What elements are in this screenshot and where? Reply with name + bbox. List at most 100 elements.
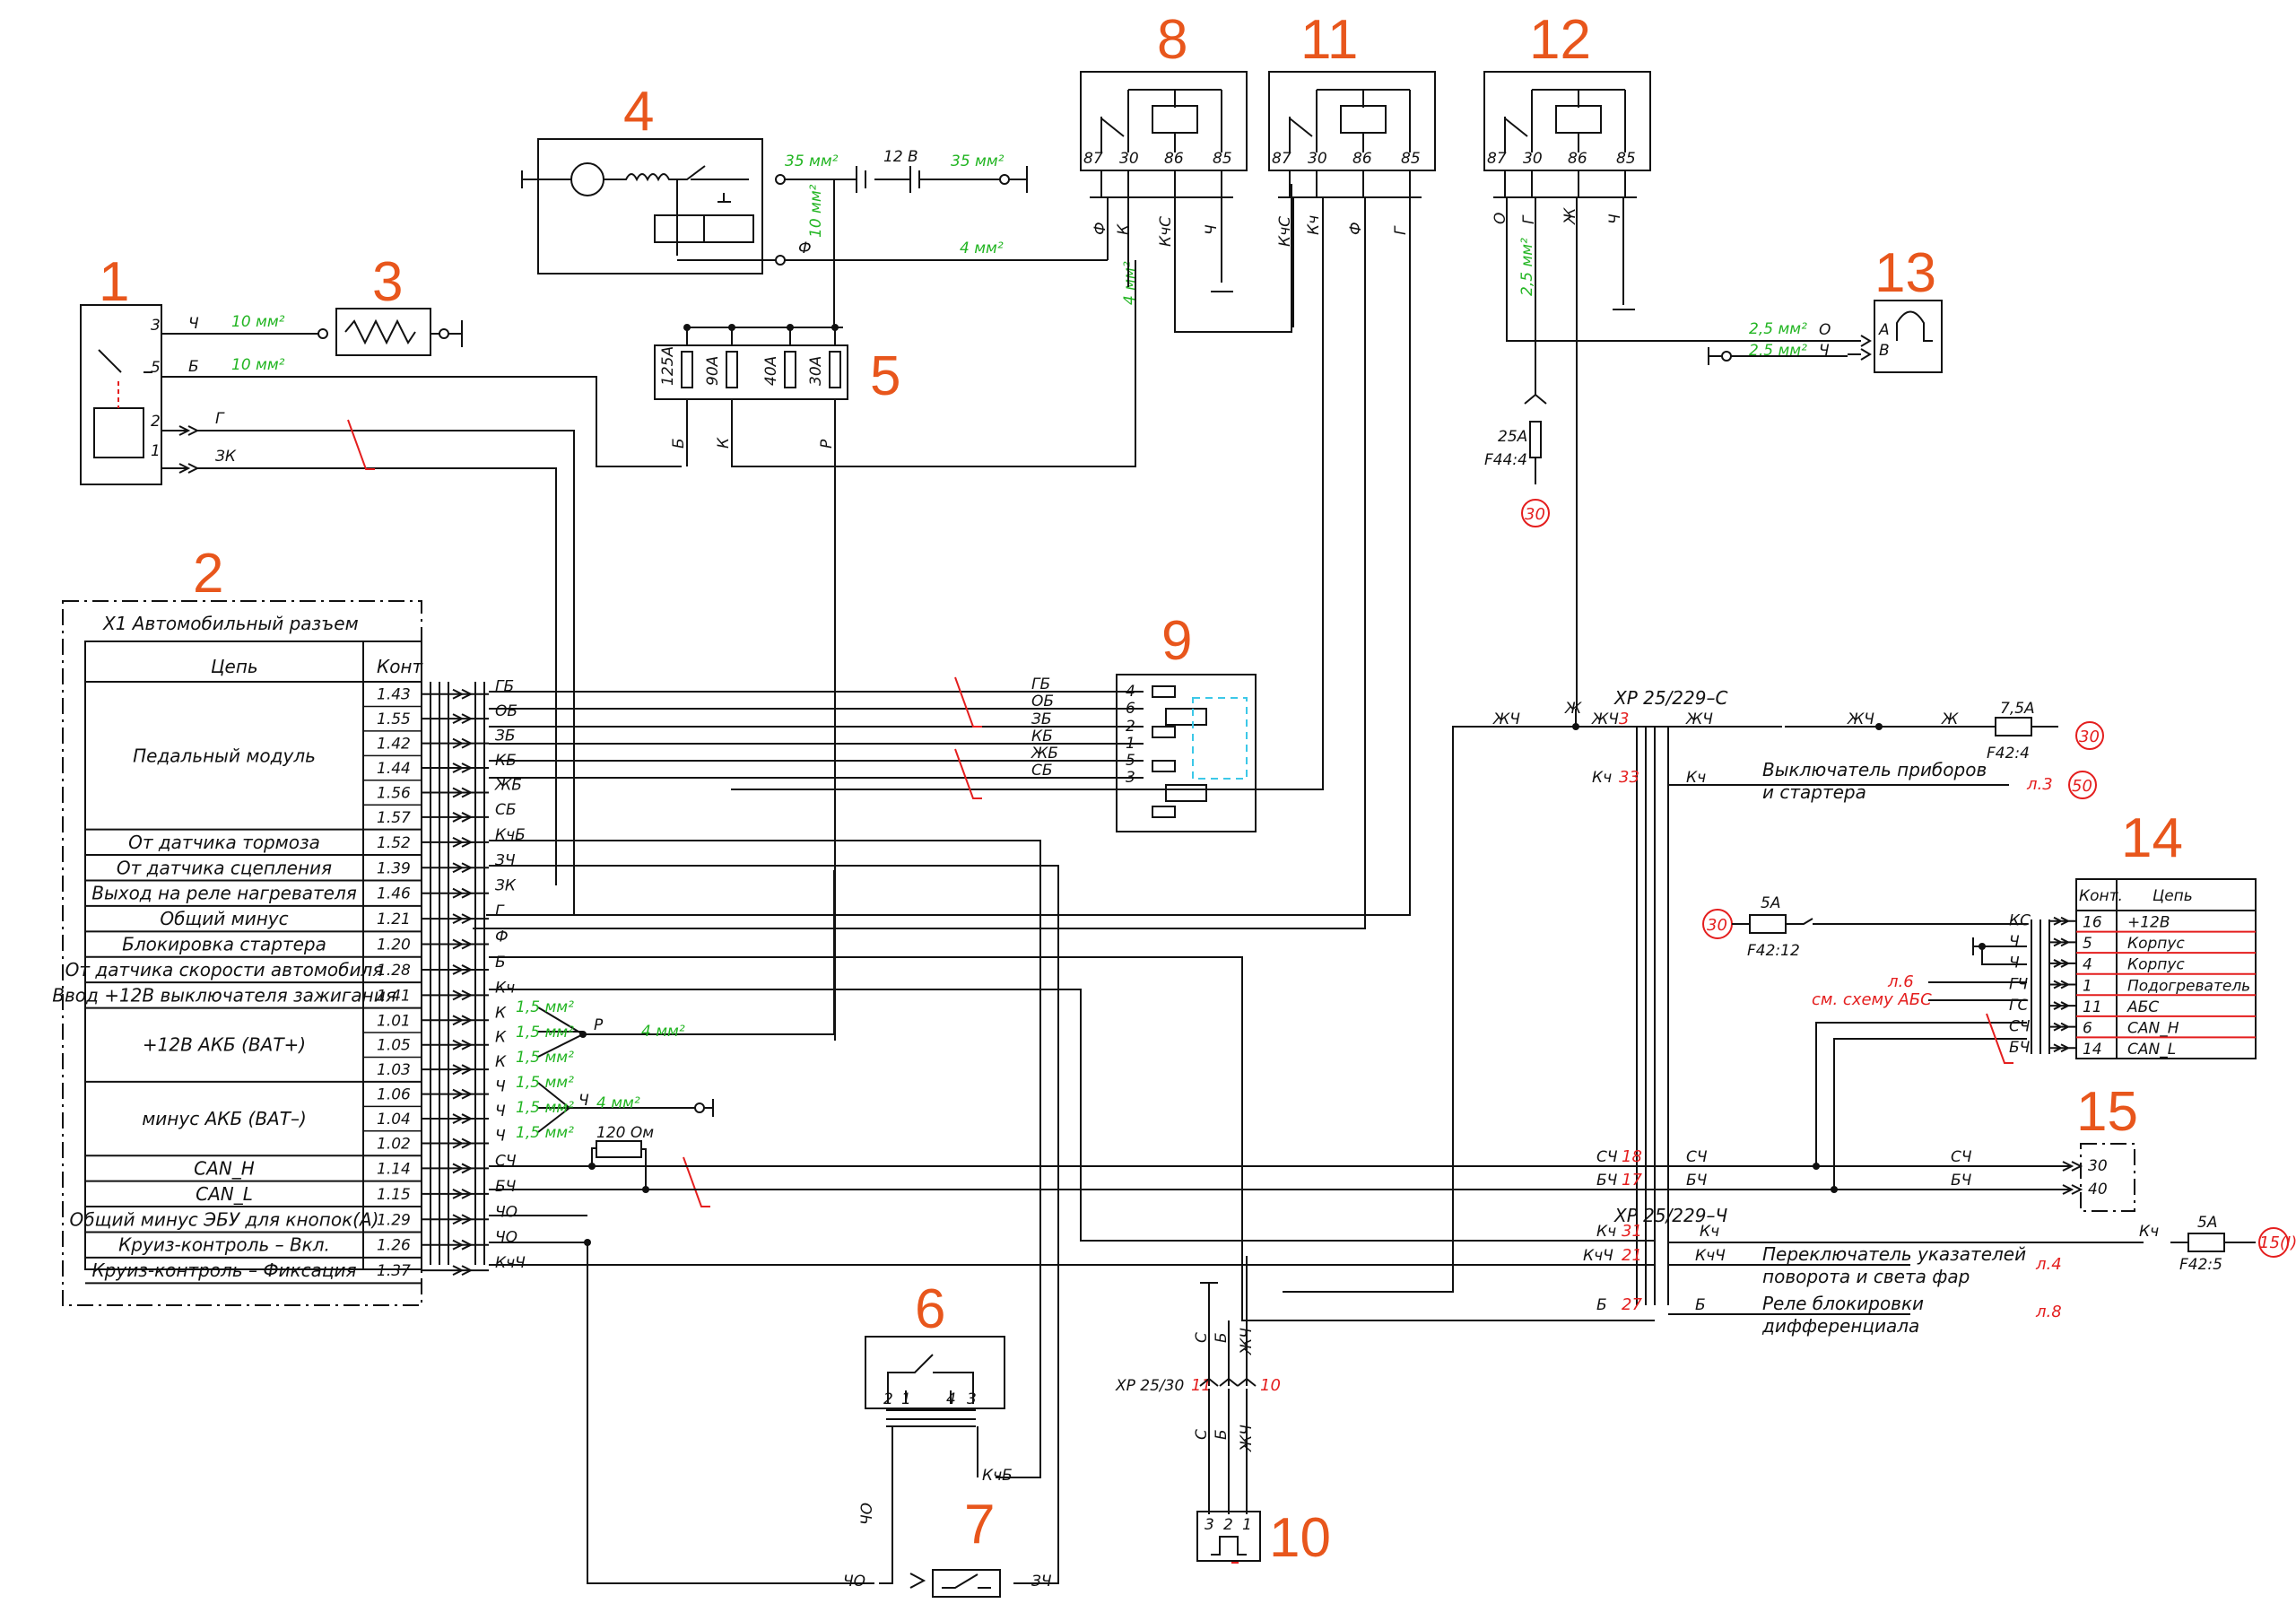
component-number-14: 14 xyxy=(2121,807,2183,869)
relay-11: 87 30 86 85 КчС Кч Ф Г xyxy=(473,71,1436,929)
relay12-pin-86: 86 xyxy=(1568,150,1587,168)
x1-pin: 1.06 xyxy=(377,1086,411,1104)
relay8-pin-87: 87 xyxy=(1083,150,1103,168)
relay12-wire-ch: Ч xyxy=(1606,214,1624,224)
comp10-pin-1: 1 xyxy=(1242,1516,1252,1534)
relay8-wire-ch: Ч xyxy=(1203,224,1221,235)
x1-pin: 1.28 xyxy=(377,962,411,980)
xp229c-w2: Кч xyxy=(1592,769,1612,787)
l6-ref: л.6 xyxy=(1887,972,1914,991)
component-number-10: 10 xyxy=(1269,1507,1331,1569)
x1-wire-label: Ч xyxy=(495,1078,506,1096)
x1-pin: 1.15 xyxy=(377,1186,411,1204)
x1-pin: 1.55 xyxy=(377,710,411,728)
x1-pin: 1.20 xyxy=(377,937,411,954)
bat-minus-size-3: 1,5 мм² xyxy=(516,1124,574,1142)
x1-pin: 1.52 xyxy=(377,834,411,852)
fuse-wire-b: Б xyxy=(670,438,688,449)
x1-pin: 1.04 xyxy=(377,1111,411,1129)
comp6-pin-2: 2 xyxy=(883,1390,893,1408)
comp14-col-circuit: Цепь xyxy=(2152,887,2193,905)
bat-minus-size: 4 мм² xyxy=(596,1094,640,1112)
battery-junctions: Р 4 мм² 1,5 мм² 1,5 мм² 1,5 мм² Ч 4 мм² … xyxy=(516,870,835,1207)
ignition-switch-1: Выключатель приборов xyxy=(1762,759,1987,780)
ignition-circle: 50 xyxy=(2072,777,2092,796)
comp14-circuit: Корпус xyxy=(2127,956,2185,974)
comp4-size-35: 35 мм² xyxy=(785,153,839,170)
component-number-15: 15 xyxy=(2076,1081,2138,1143)
comp14-pin: 4 xyxy=(2083,956,2092,974)
x1-wire-label: ГБ xyxy=(495,678,514,696)
xp229ch-pin-27: 27 xyxy=(1622,1295,1642,1314)
xp229ch-w-kchch2: КчЧ xyxy=(1695,1247,1726,1265)
component-7: ЧО ЗЧ xyxy=(843,1569,1052,1598)
component-number-9: 9 xyxy=(1161,610,1192,672)
f42-5-name: F42:5 xyxy=(2179,1256,2222,1274)
relay11-wire-f: Ф xyxy=(1347,222,1365,235)
comp15-pin-30: 30 xyxy=(2088,1157,2108,1175)
x1-circuit-label: Общий минус ЭБУ для кнопок(А) xyxy=(70,1208,379,1230)
x1-pin: 1.29 xyxy=(377,1211,411,1229)
x1-wire-label: ОБ xyxy=(495,702,517,720)
x1-circuit-label: минус АКБ (ВАТ–) xyxy=(142,1108,307,1129)
x1-wire-label: КчЧ xyxy=(495,1254,526,1272)
x1-pin: 1.57 xyxy=(377,809,411,827)
xp25-30-w-s: С xyxy=(1193,1332,1211,1343)
f42-12-ref: 30 xyxy=(1707,916,1727,935)
comp7-wire-zch: ЗЧ xyxy=(1031,1573,1052,1590)
xp229ch-w-sch2: СЧ xyxy=(1686,1148,1708,1166)
comp13-wire-o: О xyxy=(1819,321,1831,339)
x1-wire-label: ЗБ xyxy=(495,728,516,745)
xp229ch-title: ХР 25/229–Ч xyxy=(1613,1205,1727,1226)
comp14-wire: БЧ xyxy=(2009,1039,2031,1057)
relay8-pin-85: 85 xyxy=(1213,150,1232,168)
xp229c-w1d: ЖЧ xyxy=(1847,710,1874,728)
x1-circuit-label: От датчика скорости автомобиля xyxy=(65,959,384,980)
x1-circuit-label: Ввод +12В выключателя зажигания xyxy=(52,984,396,1006)
pedal-wire-label: ЗБ xyxy=(1031,710,1052,728)
relay8-pin-86: 86 xyxy=(1164,150,1184,168)
xp25-30-w-s2: С xyxy=(1193,1429,1211,1440)
pedal-pin: 6 xyxy=(1126,700,1135,718)
x1-pin: 1.44 xyxy=(377,760,411,778)
comp10-pin-2: 2 xyxy=(1223,1516,1233,1534)
xp229ch-w-sch: СЧ xyxy=(1596,1148,1618,1166)
f42-5-wire: Кч xyxy=(2139,1223,2159,1241)
relay12-wire-zh: Ж xyxy=(1561,207,1579,225)
x1-pin: 1.39 xyxy=(377,859,411,877)
x1-circuit-label: Общий минус xyxy=(160,908,288,929)
relay11-pin-85: 85 xyxy=(1401,150,1421,168)
bat-plus-total: 4 мм² xyxy=(641,1023,685,1041)
comp1-pin-1: 1 xyxy=(151,442,161,460)
comp14-wire: Ч xyxy=(2009,933,2020,951)
x1-wire-label: К xyxy=(495,1004,507,1022)
comp1-size-1: 10 мм² xyxy=(231,313,285,331)
f42-5-rating: 5А xyxy=(2197,1214,2217,1232)
xp229c-pin-33: 33 xyxy=(1619,768,1639,787)
x1-circuit-label: Круиз-контроль – Вкл. xyxy=(118,1234,330,1256)
x1-pin: 1.46 xyxy=(377,885,411,903)
comp4-size-35b: 35 мм² xyxy=(951,153,1004,170)
x1-circuit-label: От датчика тормоза xyxy=(128,832,320,853)
comp7-wire-cho: ЧО xyxy=(843,1573,865,1590)
fuse-size-4: 4 мм² xyxy=(1121,261,1139,305)
xp229ch-w-kch: Кч xyxy=(1596,1223,1616,1241)
comp14-circuit: Подогреватель xyxy=(2127,977,2250,995)
x1-pin: 1.43 xyxy=(377,686,411,704)
connector-x1: X1 Автомобильный разъем Цепь Конт 1.431.… xyxy=(52,600,424,1306)
pedal-pin: 4 xyxy=(1126,683,1135,701)
component-number-6: 6 xyxy=(915,1278,945,1340)
x1-wire-label: КчБ xyxy=(495,826,526,844)
pedal-pin: 3 xyxy=(1126,769,1135,787)
fuse-30a: 30А xyxy=(807,356,825,386)
component-1: 3 5 2 1 Ч Б Г ЗК 10 мм² 10 мм² xyxy=(80,304,682,915)
x1-wire-label: Г xyxy=(495,902,505,920)
x1-pin: 1.05 xyxy=(377,1037,411,1055)
component-number-13: 13 xyxy=(1874,242,1936,304)
x1-wire-label: Б xyxy=(495,954,506,972)
x1-pin: 1.21 xyxy=(377,911,411,928)
xp229c-w1c: ЖЧ xyxy=(1685,710,1713,728)
